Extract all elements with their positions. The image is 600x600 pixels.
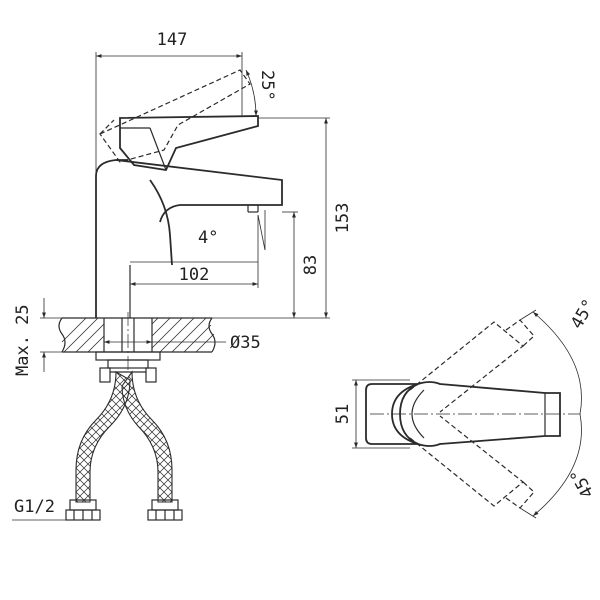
top-view: 51 45° 45° (333, 296, 600, 519)
dim-line-spout-angle (257, 214, 266, 251)
lever-rotated-positions (409, 319, 535, 509)
faucet-body (95, 159, 173, 318)
dim-connection-thread: G1/2 (14, 497, 55, 517)
countertop (58, 317, 216, 353)
spout (115, 159, 283, 223)
dim-lever-angle: 25° (257, 70, 277, 101)
top-body (365, 381, 561, 447)
dim-overall-height: 153 (333, 203, 353, 234)
dim-spout-height: 83 (301, 255, 321, 275)
braided-hoses (75, 370, 173, 503)
lever-raised-position (99, 69, 251, 163)
dim-arc-rotation (532, 311, 582, 517)
lever-handle (119, 115, 259, 171)
dim-mounting-hole: Ø35 (230, 333, 261, 353)
dim-body-width: 51 (333, 404, 353, 424)
dim-max-counter-thickness: Max. 25 (13, 304, 33, 376)
side-view: 147 25° 153 83 4° 102 (12, 30, 353, 521)
dim-overall-width: 147 (157, 30, 188, 50)
hose-fitting-right (147, 499, 183, 521)
dim-spout-angle: 4° (198, 228, 218, 248)
dim-arc-lever-angle (245, 69, 258, 117)
dim-rotation-upper: 45° (567, 296, 600, 333)
dim-spout-reach: 102 (179, 265, 210, 285)
hose-fitting-left (65, 499, 101, 521)
